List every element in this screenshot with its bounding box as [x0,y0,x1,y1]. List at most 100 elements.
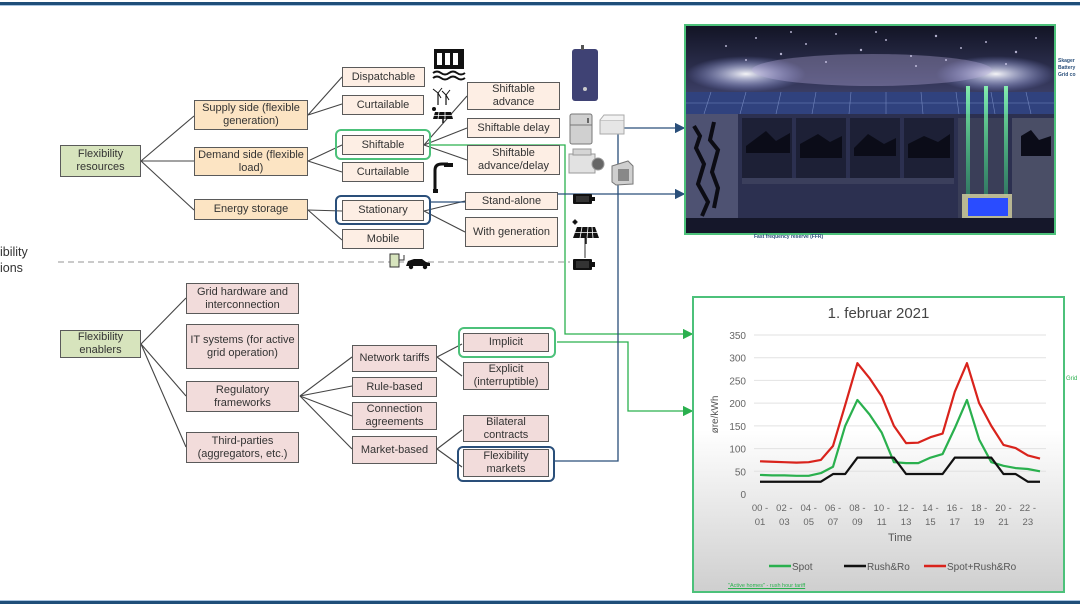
node-demand-side: Demand side (flexible load) [194,147,308,176]
node-dispatchable: Dispatchable [342,67,425,87]
y-tick-label: 200 [729,399,746,410]
chart-title: 1. februar 2021 [827,305,930,322]
street-light-icon [433,162,453,193]
bottom-border-accent [0,600,1080,601]
fridge-icon [569,113,593,145]
ev-charger-car-icon [389,253,430,270]
battery-icon [573,259,595,270]
node-it-systems: IT systems (for active grid operation) [186,324,299,369]
top-border-accent [0,5,1080,6]
x-tick-label: 00 - [752,503,768,514]
x-tick-label: 20 - [995,503,1011,514]
y-tick-label: 0 [740,490,746,501]
x-tick-label: 08 - [849,503,865,514]
y-tick-label: 350 [729,331,746,342]
node-stationary: Stationary [342,200,424,221]
wind-turbine-icon [432,87,451,105]
highlight-flexibility-markets [457,446,555,482]
node-flexibility-enablers: Flexibility enablers [60,330,141,358]
hydro-dam-icon [432,49,466,81]
node-stand-alone: Stand-alone [465,192,558,210]
dryer-icon [611,160,634,186]
node-supply-side: Supply side (flexible generation) [194,100,308,130]
x-tick-label: 18 - [971,503,987,514]
series-line-spot [759,398,1041,477]
battery-installation-photo [684,24,1056,235]
node-curtailable-demand: Curtailable [342,162,424,182]
node-implicit: Implicit [463,333,549,352]
x-tick-label: 13 [901,517,912,528]
x-tick-label: 22 - [1020,503,1036,514]
y-tick-label: 50 [735,467,747,478]
node-energy-storage: Energy storage [194,199,308,220]
x-tick-label: 10 - [874,503,890,514]
x-tick-label: 21 [998,517,1009,528]
highlight-implicit [458,327,556,358]
photo-caption-line3: Grid co [1058,72,1076,78]
washing-machine-icon [568,148,605,174]
y-tick-label: 150 [729,422,746,433]
water-heater-icon [572,45,598,101]
node-regulatory-frameworks: Regulatory frameworks [186,381,299,412]
node-explicit: Explicit (interruptible) [463,362,549,390]
series-line-spot-rush-ro [759,362,1041,464]
x-tick-label: 07 [828,517,839,528]
node-connection-agreements: Connection agreements [352,402,437,430]
battery-icon [573,194,595,204]
node-flexibility-resources: Flexibility resources [60,145,141,177]
x-tick-label: 17 [949,517,960,528]
node-grid-hardware: Grid hardware and interconnection [186,283,299,314]
bottom-border [0,601,1080,604]
node-flexibility-markets: Flexibility markets [463,449,549,477]
x-tick-label: 09 [852,517,863,528]
photo-caption-bottom: Fast frequency reserve (FFR) [754,234,824,240]
chart-footnote: "Active homes" - rush hour tariff [728,583,806,589]
photo-illustration [686,26,1054,233]
x-tick-label: 23 [1023,517,1034,528]
grid-label: Grid [1066,376,1078,382]
y-tick-label: 300 [729,354,746,365]
series-line-rush-ro [760,456,1040,483]
x-axis-label: Time [888,532,912,544]
photo-caption-line2: Battery [1058,65,1076,71]
node-curtailable-supply: Curtailable [342,95,424,115]
y-tick-label: 100 [729,445,746,456]
x-tick-label: 14 - [922,503,938,514]
top-border [0,2,1080,5]
solar-panel-icon [572,219,599,244]
side-label-line1: ibility [0,245,28,259]
x-tick-label: 19 [974,517,985,528]
node-bilateral-contracts: Bilateral contracts [463,415,549,442]
x-tick-label: 11 [877,517,887,528]
side-label-line2: ions [0,261,23,275]
x-tick-label: 16 - [947,503,963,514]
node-rule-based: Rule-based [352,377,437,397]
solar-panel-icon [432,107,453,123]
y-tick-label: 250 [729,376,746,387]
y-axis-label: øre/kWh [710,396,721,434]
legend-label: Rush&Ro [867,562,910,573]
x-tick-label: 02 - [776,503,792,514]
freezer-icon [599,114,625,135]
x-tick-label: 01 [755,517,766,528]
highlight-shiftable [335,129,431,160]
x-tick-label: 05 [803,517,814,528]
legend-label: Spot [792,562,813,573]
node-market-based: Market-based [352,436,437,464]
highlight-stationary [335,195,431,225]
x-tick-label: 03 [779,517,790,528]
node-mobile: Mobile [342,229,424,249]
x-tick-label: 15 [925,517,936,528]
node-third-parties: Third-parties (aggregators, etc.) [186,432,299,463]
photo-caption-line1: Skager [1058,58,1075,64]
legend-label: Spot+Rush&Ro [947,562,1017,573]
x-tick-label: 06 - [825,503,841,514]
node-network-tariffs: Network tariffs [352,345,437,372]
node-shiftable-advance-delay: Shiftable advance/delay [467,145,560,175]
x-tick-label: 12 - [898,503,914,514]
x-tick-label: 04 - [801,503,817,514]
node-shiftable-advance: Shiftable advance [467,82,560,110]
node-shiftable: Shiftable [342,135,424,155]
